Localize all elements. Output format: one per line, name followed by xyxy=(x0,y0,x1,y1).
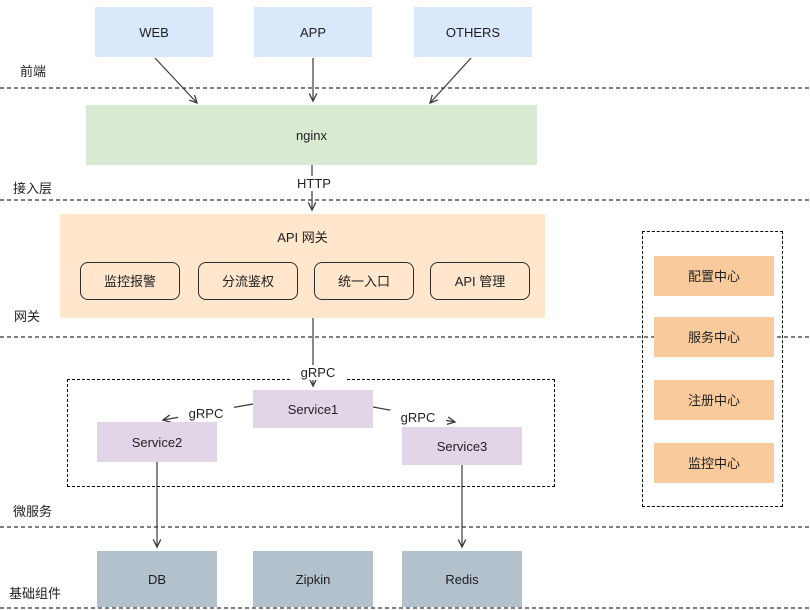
gateway-feature-unified-entry: 统一入口 xyxy=(314,262,414,300)
http-label: HTTP xyxy=(286,176,342,191)
layer-label-microservice: 微服务 xyxy=(13,504,53,519)
node-monitor-center: 监控中心 xyxy=(654,443,774,483)
node-zipkin: Zipkin xyxy=(253,551,373,607)
node-registry-center: 注册中心 xyxy=(654,380,774,420)
layer-label-access: 接入层 xyxy=(13,181,53,196)
node-nginx: nginx xyxy=(86,105,537,165)
grpc-label-right: gRPC xyxy=(390,410,446,425)
arrow-web-nginx xyxy=(154,57,198,105)
node-service3: Service3 xyxy=(402,427,522,465)
node-service1: Service1 xyxy=(253,390,373,428)
node-web: WEB xyxy=(95,7,213,57)
layer-label-frontend: 前端 xyxy=(20,64,47,79)
node-db: DB xyxy=(97,551,217,607)
node-redis: Redis xyxy=(402,551,522,607)
node-service-center: 服务中心 xyxy=(654,317,774,357)
centers-container xyxy=(642,231,783,507)
node-config-center: 配置中心 xyxy=(654,256,774,296)
arrow-others-nginx xyxy=(429,57,472,105)
api-gateway-title: API 网关 xyxy=(277,230,328,245)
gateway-feature-monitor-alert: 监控报警 xyxy=(80,262,180,300)
node-others: OTHERS xyxy=(414,7,532,57)
layer-label-gateway: 网关 xyxy=(14,309,41,324)
layer-label-infrastructure: 基础组件 xyxy=(9,586,62,601)
node-app: APP xyxy=(254,7,372,57)
gateway-feature-api-management: API 管理 xyxy=(430,262,530,300)
grpc-label-left: gRPC xyxy=(178,406,234,421)
node-service2: Service2 xyxy=(97,422,217,462)
gateway-feature-routing-auth: 分流鉴权 xyxy=(198,262,298,300)
api-gateway-container: API 网关 xyxy=(60,214,545,318)
grpc-label-top: gRPC xyxy=(290,365,346,380)
